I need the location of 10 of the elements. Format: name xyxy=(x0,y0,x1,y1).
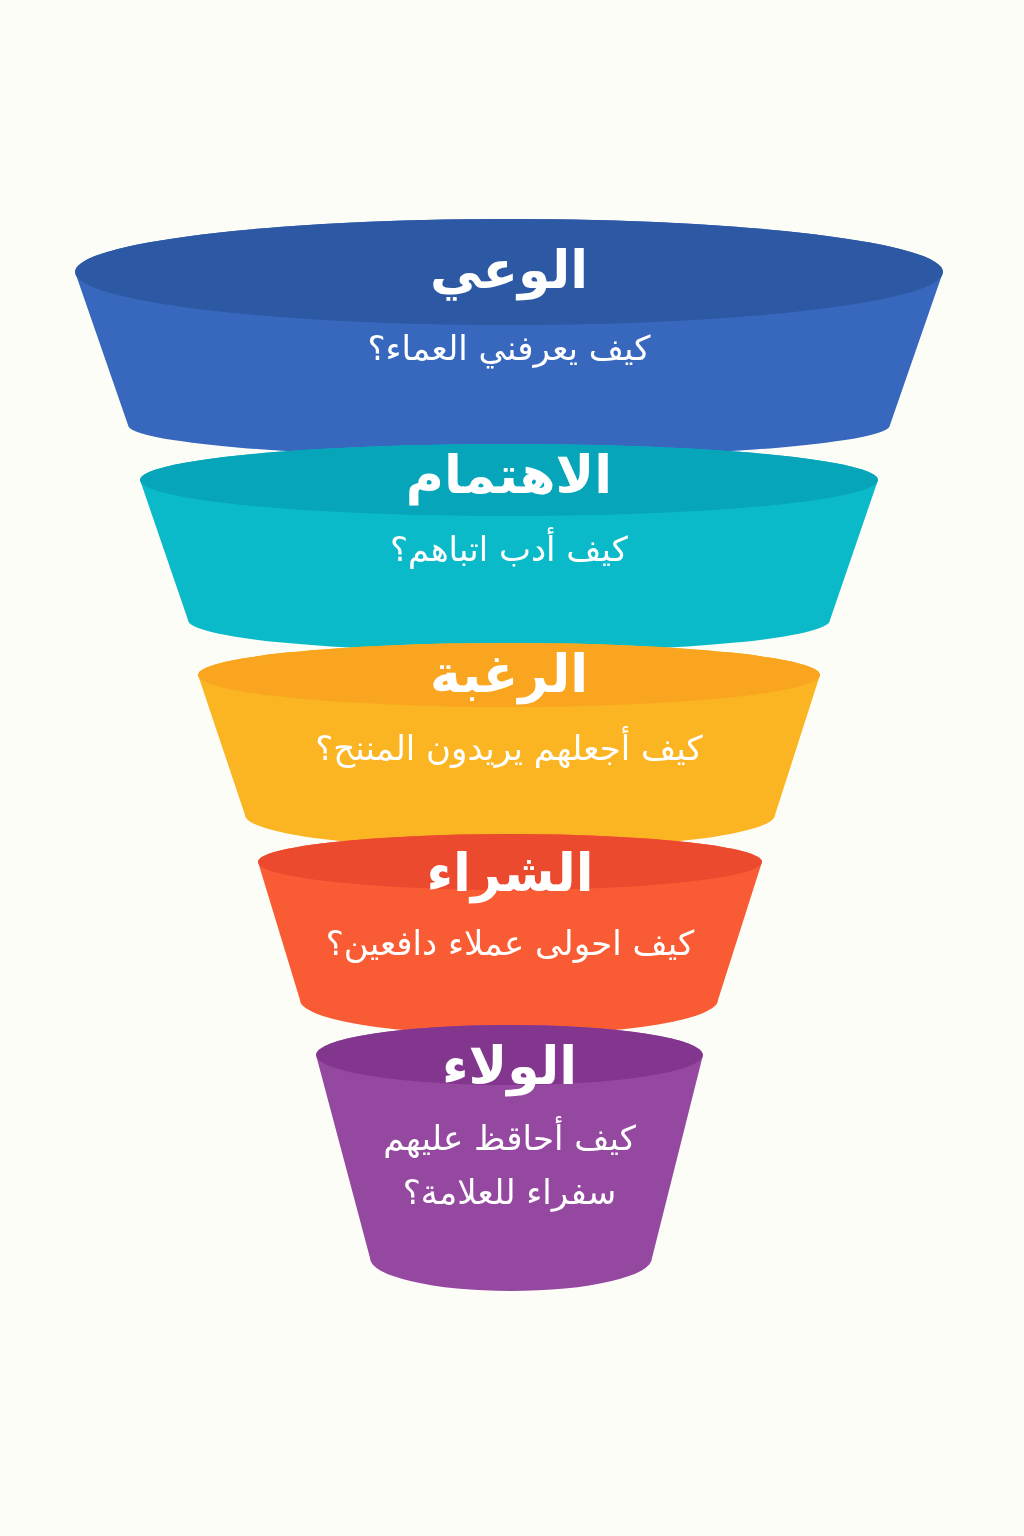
stage-question: كيف يعرفني العماء؟ xyxy=(366,327,652,371)
stage-question: كيف احولى عملاء دافعين؟ xyxy=(324,922,696,965)
stage-question: كيف أحاقظ عليهم سفراء للعلامة؟ xyxy=(382,1115,637,1215)
stage-title: الولاء xyxy=(441,1035,578,1098)
stage-title: الرغبة xyxy=(430,643,588,706)
stage-question: كيف أدب اتباهم؟ xyxy=(389,526,629,571)
stage-title: الاهتمام xyxy=(405,444,613,507)
stage-question: كيف أجعلهم يريدون المننح؟ xyxy=(314,725,704,770)
stage-title: الوعي xyxy=(429,239,589,302)
stage-title: الشراء xyxy=(426,842,594,905)
